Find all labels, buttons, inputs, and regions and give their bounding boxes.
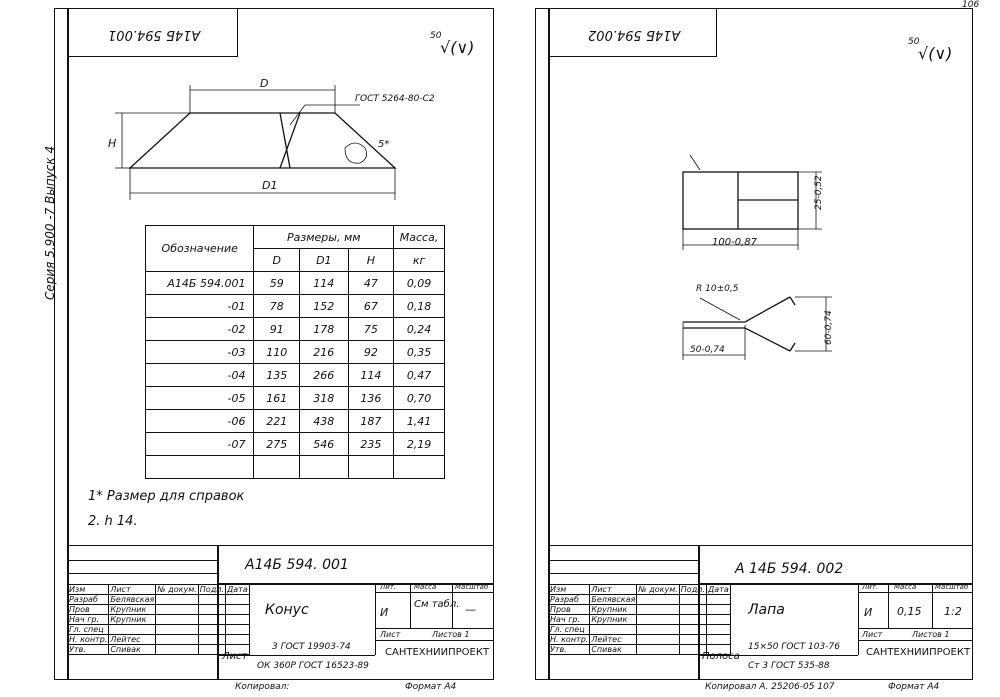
right-material-label: Полоса [702,651,740,662]
left-dim-H: H [108,137,117,150]
right-dim-radius: R 10±0,5 [696,284,739,294]
right-dim-base: 50-0,74 [690,345,725,355]
right-material-1: 15×50 ГОСТ 103-76 [748,642,840,652]
left-scale-value: — [465,603,476,616]
left-mass-label: Масса [414,583,437,591]
right-org: САНТЕХНИИПРОЕКТ [866,647,971,658]
right-scale-label: Масштаб [935,583,969,591]
right-scale-value: 1:2 [944,605,962,618]
right-copy: Копировал А. 25206-05 107 [705,682,835,692]
right-roughness-icon: √(∨) [918,44,953,63]
left-dim-star: 5* [378,139,390,150]
right-title-code: А 14Б 594. 002 [735,561,844,577]
left-lit-value: И [380,606,389,619]
left-gost-weld: ГОСТ 5264-80-С2 [355,94,435,104]
right-roughness-value: 50 [908,37,920,47]
table-row [144,455,445,479]
right-sheet [535,8,973,680]
right-dim-vert: 60-0,74 [824,310,834,345]
left-copy: Копировал: [235,682,290,692]
left-note-2: 2. h 14. [88,514,138,529]
col-mass-header: Масса, [393,225,445,249]
right-part-name: Лапа [748,602,785,618]
left-code-box [67,8,238,57]
col-name-header: Обозначение [144,225,255,272]
left-scale-label: Масштаб [455,583,489,591]
left-dim-D1: D1 [262,179,278,192]
left-note-1: 1* Размер для справок [88,489,245,504]
right-page-number: 106 [962,0,980,10]
right-dim-height: 25-0,52 [814,175,824,210]
left-dim-D: D [260,77,269,90]
left-format: Формат А4 [405,682,457,692]
right-format: Формат А4 [888,682,940,692]
right-lit-label: Лит. [862,583,879,591]
right-side-stamp [535,340,549,680]
right-title-block [548,545,973,681]
left-material-2: ОК 360Р ГОСТ 16523-89 [257,661,369,671]
left-lit-label: Лит. [380,583,397,591]
col-sizes-header: Размеры, мм [253,225,395,249]
left-sheet-label: Лист [380,630,401,639]
left-roughness-icon: √(∨) [440,38,475,57]
right-lit-value: И [864,606,873,619]
left-title-code: А14Б 594. 001 [245,557,349,573]
left-spec-table: Обозначение Размеры, мм Масса, D D1 H кг… [144,225,445,479]
left-part-name: Конус [265,602,309,618]
right-sheet-label: Лист [862,630,883,639]
right-material-2: Ст 3 ГОСТ 535-88 [748,661,830,671]
left-material-1: 3 ГОСТ 19903-74 [272,642,351,652]
right-mass-value: 0,15 [897,605,922,618]
cone-drawing [115,85,397,200]
left-sheet [54,8,494,680]
right-sheets-label: Листов 1 [912,630,950,639]
left-material-label: Лист [222,651,248,662]
left-roughness-value: 50 [430,31,442,41]
col-mass-unit: кг [393,248,445,272]
left-side-stamp [54,340,68,680]
right-code-box [548,8,717,57]
right-dim-width: 100-0,87 [712,237,757,248]
left-sheets-label: Листов 1 [432,630,470,639]
left-mass-value: См табл. [414,599,460,610]
left-org: САНТЕХНИИПРОЕКТ [385,647,490,658]
right-mass-label: Масса [894,583,917,591]
left-title-block [67,545,494,681]
